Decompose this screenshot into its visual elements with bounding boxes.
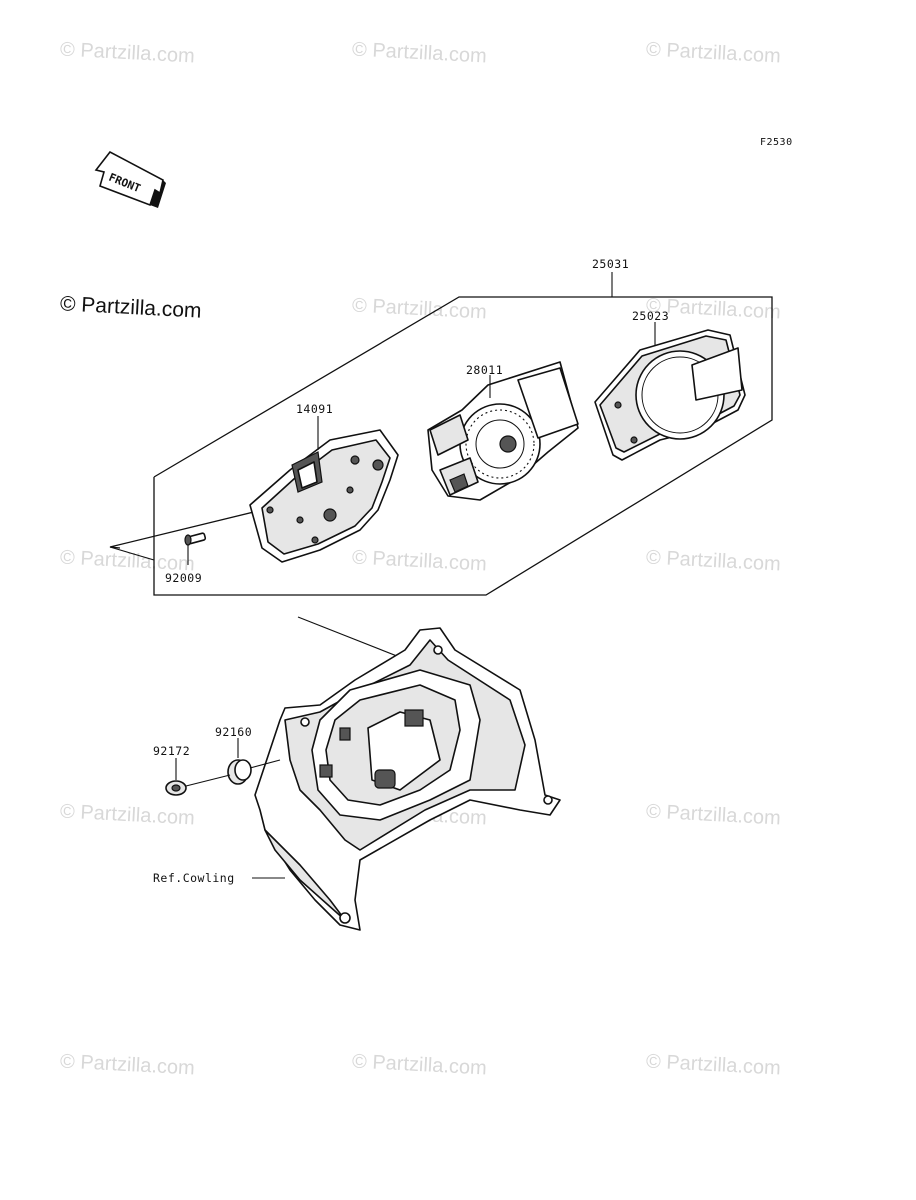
callout-14091: 14091 bbox=[296, 402, 333, 416]
cowling-bracket bbox=[254, 627, 561, 931]
assembly-frame bbox=[109, 272, 773, 596]
meter-case bbox=[249, 429, 399, 563]
callout-ref-cowling: Ref.Cowling bbox=[153, 871, 235, 885]
callout-92172: 92172 bbox=[153, 744, 190, 758]
meter-cover bbox=[594, 329, 746, 461]
damper-92160 bbox=[227, 759, 252, 785]
front-arrow-icon: FRONT bbox=[94, 150, 166, 208]
meter-unit bbox=[427, 361, 579, 501]
callout-25023: 25023 bbox=[632, 309, 669, 323]
screw-92009 bbox=[184, 532, 207, 546]
callout-25031: 25031 bbox=[592, 257, 629, 271]
callout-28011: 28011 bbox=[466, 363, 503, 377]
figure-code: F2530 bbox=[760, 137, 793, 148]
washer-92172 bbox=[165, 780, 187, 796]
callout-92160: 92160 bbox=[215, 725, 252, 739]
callout-92009: 92009 bbox=[165, 571, 202, 585]
